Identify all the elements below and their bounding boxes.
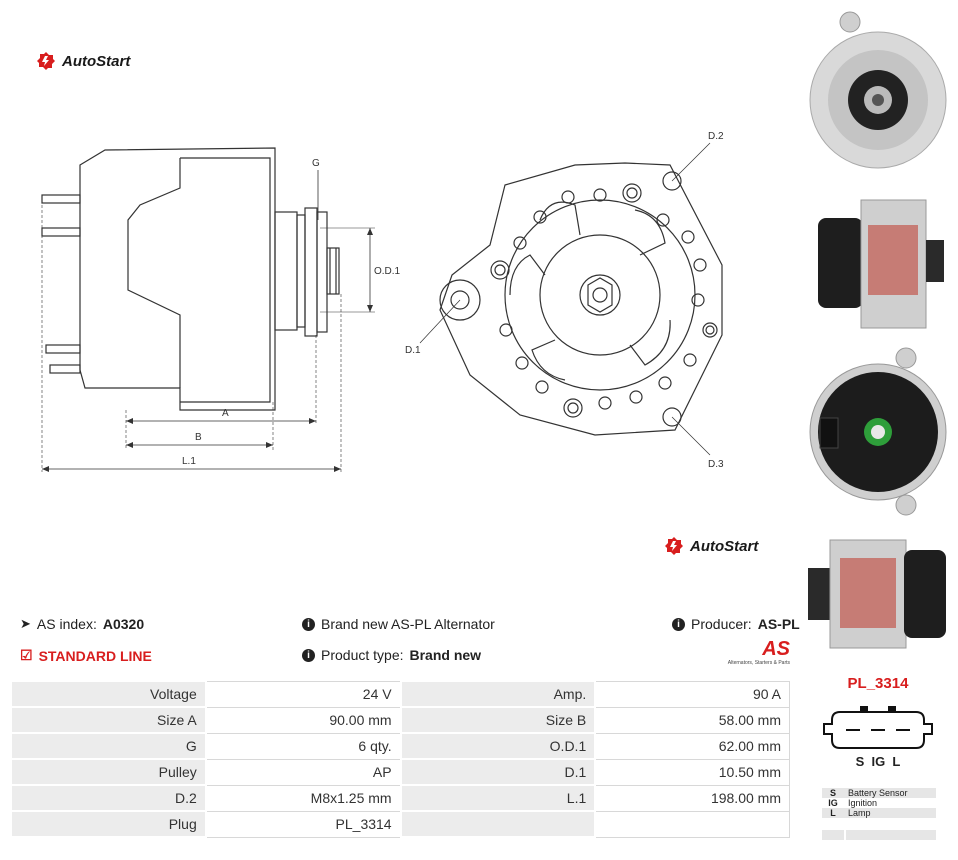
spec-value: M8x1.25 mm	[205, 784, 402, 812]
logo-text: AutoStart	[690, 537, 759, 555]
legend-code: L	[830, 808, 836, 818]
spec-key: L.1	[399, 784, 597, 812]
producer-value: AS-PL	[757, 616, 800, 632]
label-l1: L.1	[182, 456, 196, 467]
legend-empty-cell	[822, 830, 844, 840]
side-view-drawing: G O.D.1 A B L.1	[41, 147, 401, 472]
table-row: Voltage 24 V Amp. 90 A	[10, 680, 791, 708]
label-a: A	[222, 408, 229, 419]
standard-line-label: STANDARD LINE	[38, 647, 152, 664]
photo-side-2	[808, 539, 946, 649]
product-type-label: Product type:	[321, 647, 404, 663]
as-index: ➤ AS index: A0320	[20, 616, 144, 632]
spec-table: Voltage 24 V Amp. 90 A Size A 90.00 mm S…	[10, 680, 791, 838]
spec-key: Size B	[399, 706, 597, 734]
spec-key: Amp.	[399, 680, 597, 708]
plug-pins: S IG L	[855, 754, 901, 769]
front-view-drawing: D.1 D.2 D.3	[405, 131, 724, 470]
spec-key: O.D.1	[399, 732, 597, 760]
table-row: Plug PL_3314	[10, 810, 791, 838]
autostart-logo-secondary: AutoStart	[664, 536, 758, 556]
spec-key: G	[10, 732, 207, 760]
product-photos	[808, 11, 947, 649]
producer: i Producer: AS-PL	[672, 616, 800, 632]
info-icon: i	[672, 617, 685, 631]
spec-key: Size A	[10, 706, 207, 734]
tags-icon: ➤	[20, 616, 31, 631]
label-d1: D.1	[405, 345, 421, 356]
brand-new-text: Brand new AS-PL Alternator	[321, 616, 495, 632]
brand-new-info: i Brand new AS-PL Alternator	[302, 616, 495, 632]
legend-code: S	[829, 788, 836, 798]
spec-key	[399, 810, 597, 838]
legend-row: S Battery Sensor	[822, 788, 936, 798]
plug-legend: S Battery Sensor IG Ignition L Lamp	[822, 788, 936, 818]
table-row: Size A 90.00 mm Size B 58.00 mm	[10, 706, 791, 734]
as-index-label: AS index:	[36, 616, 97, 632]
standard-line: ☑ STANDARD LINE	[20, 647, 152, 664]
spec-value: PL_3314	[205, 810, 402, 838]
label-d2: D.2	[708, 131, 724, 142]
spec-value: AP	[205, 758, 402, 786]
legend-empty-row	[822, 830, 936, 840]
spec-key: D.1	[399, 758, 597, 786]
product-type-value: Brand new	[409, 647, 482, 663]
spec-value: 90 A	[594, 680, 791, 708]
logo-text: AutoStart	[62, 52, 131, 70]
label-b: B	[195, 432, 202, 443]
check-square-icon: ☑	[20, 647, 33, 663]
photo-rear	[809, 347, 947, 516]
photo-side	[818, 199, 944, 329]
autostart-logo: AutoStart	[36, 51, 130, 71]
spec-value: 90.00 mm	[205, 706, 402, 734]
photo-front	[809, 11, 947, 169]
info-icon: i	[302, 617, 315, 631]
legend-desc: Ignition	[848, 798, 878, 808]
info-icon: i	[302, 648, 315, 662]
legend-empty-cell	[846, 830, 936, 840]
spec-key: Pulley	[10, 758, 207, 786]
aspl-tagline: Alternators, Starters & Parts	[727, 660, 790, 666]
spec-key: Voltage	[10, 680, 207, 708]
aspl-logo: AS Alternators, Starters & Parts	[716, 638, 790, 666]
spec-value: 198.00 mm	[594, 784, 791, 812]
spec-key: D.2	[10, 784, 207, 812]
autostart-logo-icon	[665, 537, 683, 555]
spec-value: 6 qty.	[205, 732, 402, 760]
table-row: D.2 M8x1.25 mm L.1 198.00 mm	[10, 784, 791, 812]
as-index-value: A0320	[102, 616, 145, 632]
label-d3: D.3	[708, 459, 724, 470]
spec-value	[594, 810, 791, 838]
spec-value: 58.00 mm	[594, 706, 791, 734]
spec-value: 62.00 mm	[594, 732, 791, 760]
legend-desc: Battery Sensor	[848, 788, 908, 798]
legend-desc: Lamp	[848, 808, 871, 818]
table-row: G 6 qty. O.D.1 62.00 mm	[10, 732, 791, 760]
aspl-logo-mark: AS	[762, 638, 790, 660]
spec-value: 10.50 mm	[594, 758, 791, 786]
legend-row: IG Ignition	[822, 798, 936, 808]
label-od1: O.D.1	[374, 266, 401, 277]
legend-code: IG	[828, 798, 838, 808]
spec-key: Plug	[10, 810, 207, 838]
producer-label: Producer:	[691, 616, 752, 632]
spec-value: 24 V	[205, 680, 402, 708]
autostart-logo-icon	[37, 52, 55, 70]
product-type: i Product type: Brand new	[302, 647, 481, 663]
legend-row: L Lamp	[822, 808, 936, 818]
plug-title: PL_3314	[847, 675, 909, 692]
table-row: Pulley AP D.1 10.50 mm	[10, 758, 791, 786]
label-g: G	[312, 158, 320, 169]
plug-connector-diagram	[823, 706, 933, 749]
